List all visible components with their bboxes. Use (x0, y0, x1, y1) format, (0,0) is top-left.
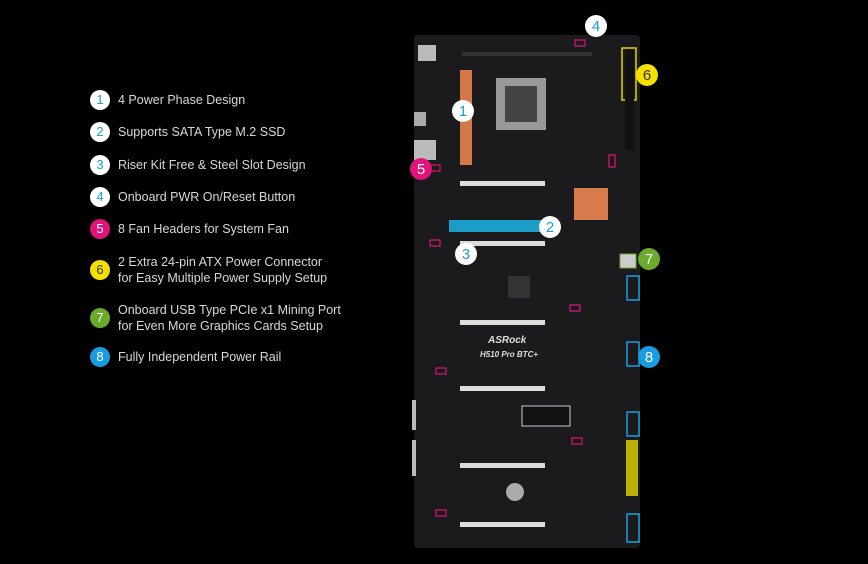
feature-text: 8 Fan Headers for System Fan (118, 222, 289, 236)
callout-5: 5 (410, 158, 432, 180)
callout-4: 4 (585, 15, 607, 37)
badge-2: 2 (90, 122, 110, 142)
feature-text: Fully Independent Power Rail (118, 350, 282, 364)
board-brand: ASRock (488, 335, 527, 346)
badge-3: 3 (90, 155, 110, 175)
feature-3: 3 Riser Kit Free & Steel Slot Design (90, 155, 306, 175)
badge-5: 5 (90, 219, 110, 239)
cpu-socket-inner (505, 86, 537, 122)
callout-2: 2 (539, 216, 561, 238)
fan-headers (429, 39, 616, 517)
feature-5: 5 8 Fan Headers for System Fan (90, 219, 289, 239)
callout-7: 7 (638, 248, 660, 270)
feature-text: Supports SATA Type M.2 SSD (118, 125, 286, 139)
chip (508, 276, 530, 298)
feature-7: 7 Onboard USB Type PCIe x1 Mining Port for… (90, 302, 341, 334)
feature-4: 4 Onboard PWR On/Reset Button (90, 187, 296, 207)
callout-1: 1 (452, 100, 474, 122)
feature-text: Onboard USB Type PCIe x1 Mining Port (118, 303, 341, 317)
badge-4: 4 (90, 187, 110, 207)
badge-1: 1 (90, 90, 110, 110)
callout-8: 8 (638, 346, 660, 368)
atx-connector-2 (626, 440, 638, 496)
io-port (414, 112, 426, 126)
slot (462, 52, 592, 56)
bracket (412, 400, 416, 430)
feature-text: for Even More Graphics Cards Setup (118, 319, 323, 333)
feature-text: Onboard PWR On/Reset Button (118, 190, 296, 204)
usb-mining-port (619, 253, 637, 269)
m2-slot (449, 220, 544, 232)
io-port (414, 140, 436, 160)
bracket (412, 440, 416, 476)
power-rails (626, 275, 640, 543)
feature-text: 2 Extra 24-pin ATX Power Connector (118, 255, 323, 269)
io-port (418, 45, 436, 61)
callout-6: 6 (636, 64, 658, 86)
badge-8: 8 (90, 347, 110, 367)
badge-7: 7 (90, 308, 110, 328)
feature-6: 6 2 Extra 24-pin ATX Power Connector for E… (90, 254, 327, 286)
feature-text: Riser Kit Free & Steel Slot Design (118, 158, 306, 172)
chipset-heatsink (574, 188, 608, 220)
atx-connector (625, 50, 634, 150)
pcie-slots (460, 181, 545, 527)
feature-2: 2 Supports SATA Type M.2 SSD (90, 122, 286, 142)
feature-1: 1 4 Power Phase Design (90, 90, 246, 110)
board-model: H510 Pro BTC+ (480, 350, 539, 359)
callout-3: 3 (455, 243, 477, 265)
feature-text: 4 Power Phase Design (118, 93, 246, 107)
warning-label (521, 405, 571, 427)
feature-8: 8 Fully Independent Power Rail (90, 347, 282, 367)
feature-text: for Easy Multiple Power Supply Setup (118, 271, 328, 285)
cmos-battery (506, 483, 524, 501)
badge-6: 6 (90, 260, 110, 280)
